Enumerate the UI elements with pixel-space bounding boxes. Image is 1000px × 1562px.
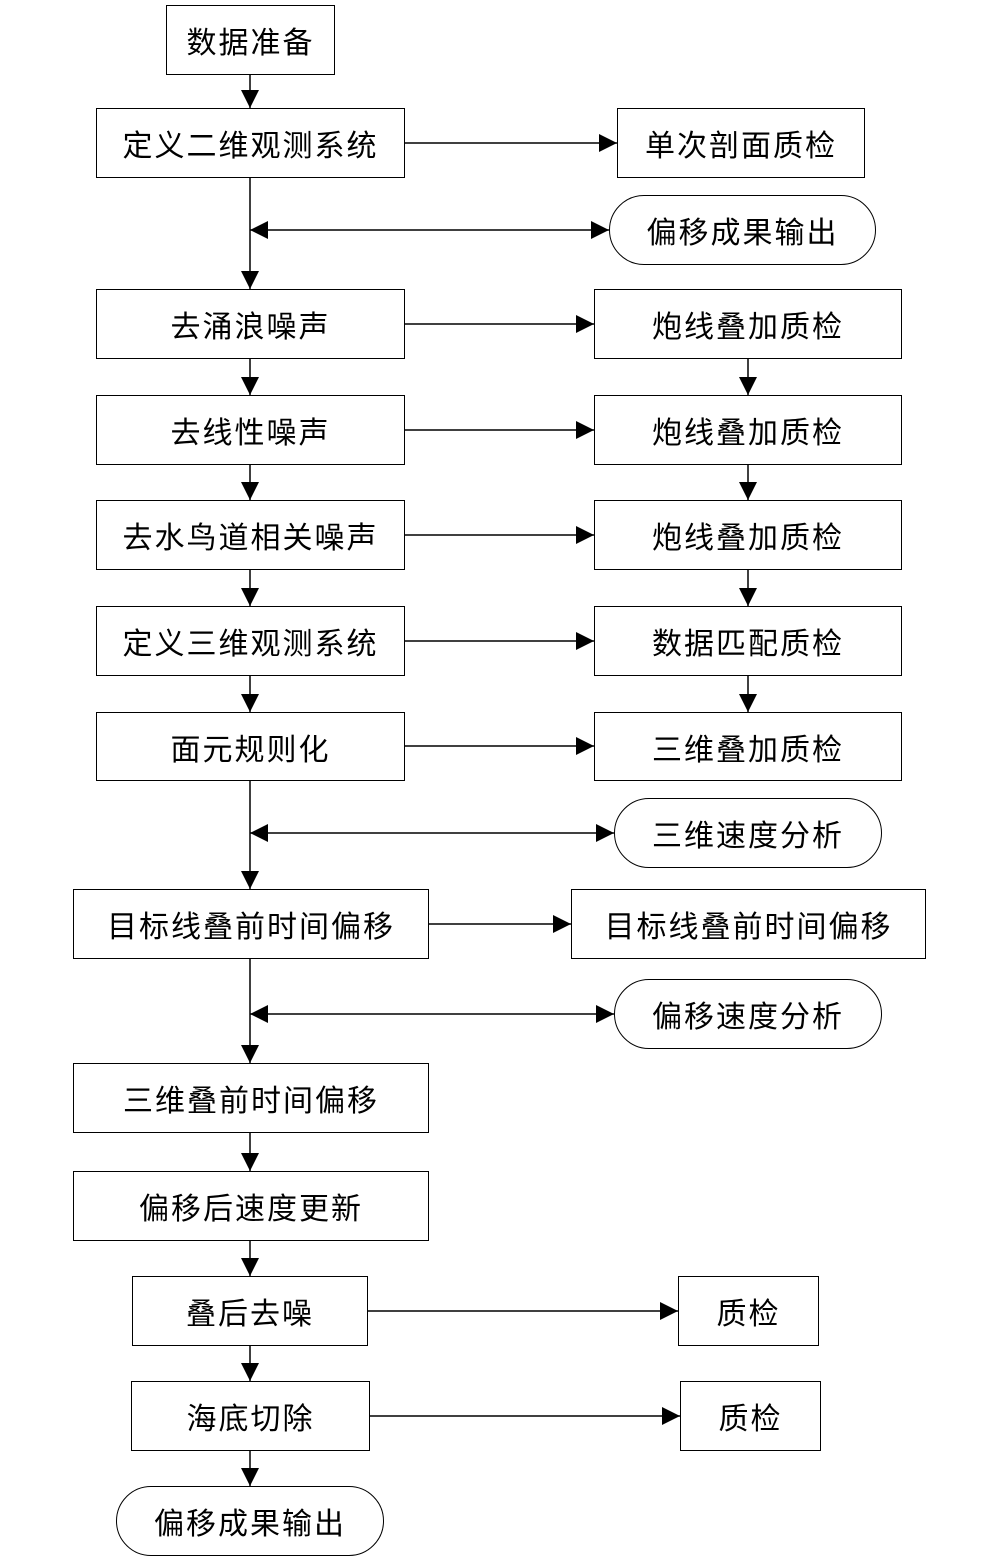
node-migration-velocity: 偏移速度分析	[614, 979, 882, 1049]
node-target-pstm: 目标线叠前时间偏移	[73, 889, 429, 959]
node-velocity-update: 偏移后速度更新	[73, 1171, 429, 1241]
node-define-3d: 定义三维观测系统	[96, 606, 405, 676]
node-final-output: 偏移成果输出	[116, 1486, 384, 1556]
node-data-match-qc: 数据匹配质检	[594, 606, 902, 676]
node-remove-swell: 去涌浪噪声	[96, 289, 405, 359]
node-single-qc: 单次剖面质检	[617, 108, 865, 178]
node-shot-stack-qc-1: 炮线叠加质检	[594, 289, 902, 359]
node-data-prep: 数据准备	[166, 5, 335, 75]
node-shot-stack-qc-2: 炮线叠加质检	[594, 395, 902, 465]
node-qc-2: 质检	[680, 1381, 821, 1451]
node-target-pstm-right: 目标线叠前时间偏移	[571, 889, 926, 959]
node-qc-1: 质检	[678, 1276, 819, 1346]
node-migration-output: 偏移成果输出	[609, 195, 876, 265]
node-shot-stack-qc-3: 炮线叠加质检	[594, 500, 902, 570]
node-stack-3d-qc: 三维叠加质检	[594, 712, 902, 781]
node-pstm-3d: 三维叠前时间偏移	[73, 1063, 429, 1133]
node-remove-bird: 去水鸟道相关噪声	[96, 500, 405, 570]
node-bin-regularize: 面元规则化	[96, 712, 405, 781]
node-velocity-3d: 三维速度分析	[614, 798, 882, 868]
node-post-denoise: 叠后去噪	[132, 1276, 368, 1346]
node-remove-linear: 去线性噪声	[96, 395, 405, 465]
node-seafloor-cut: 海底切除	[131, 1381, 370, 1451]
node-define-2d: 定义二维观测系统	[96, 108, 405, 178]
